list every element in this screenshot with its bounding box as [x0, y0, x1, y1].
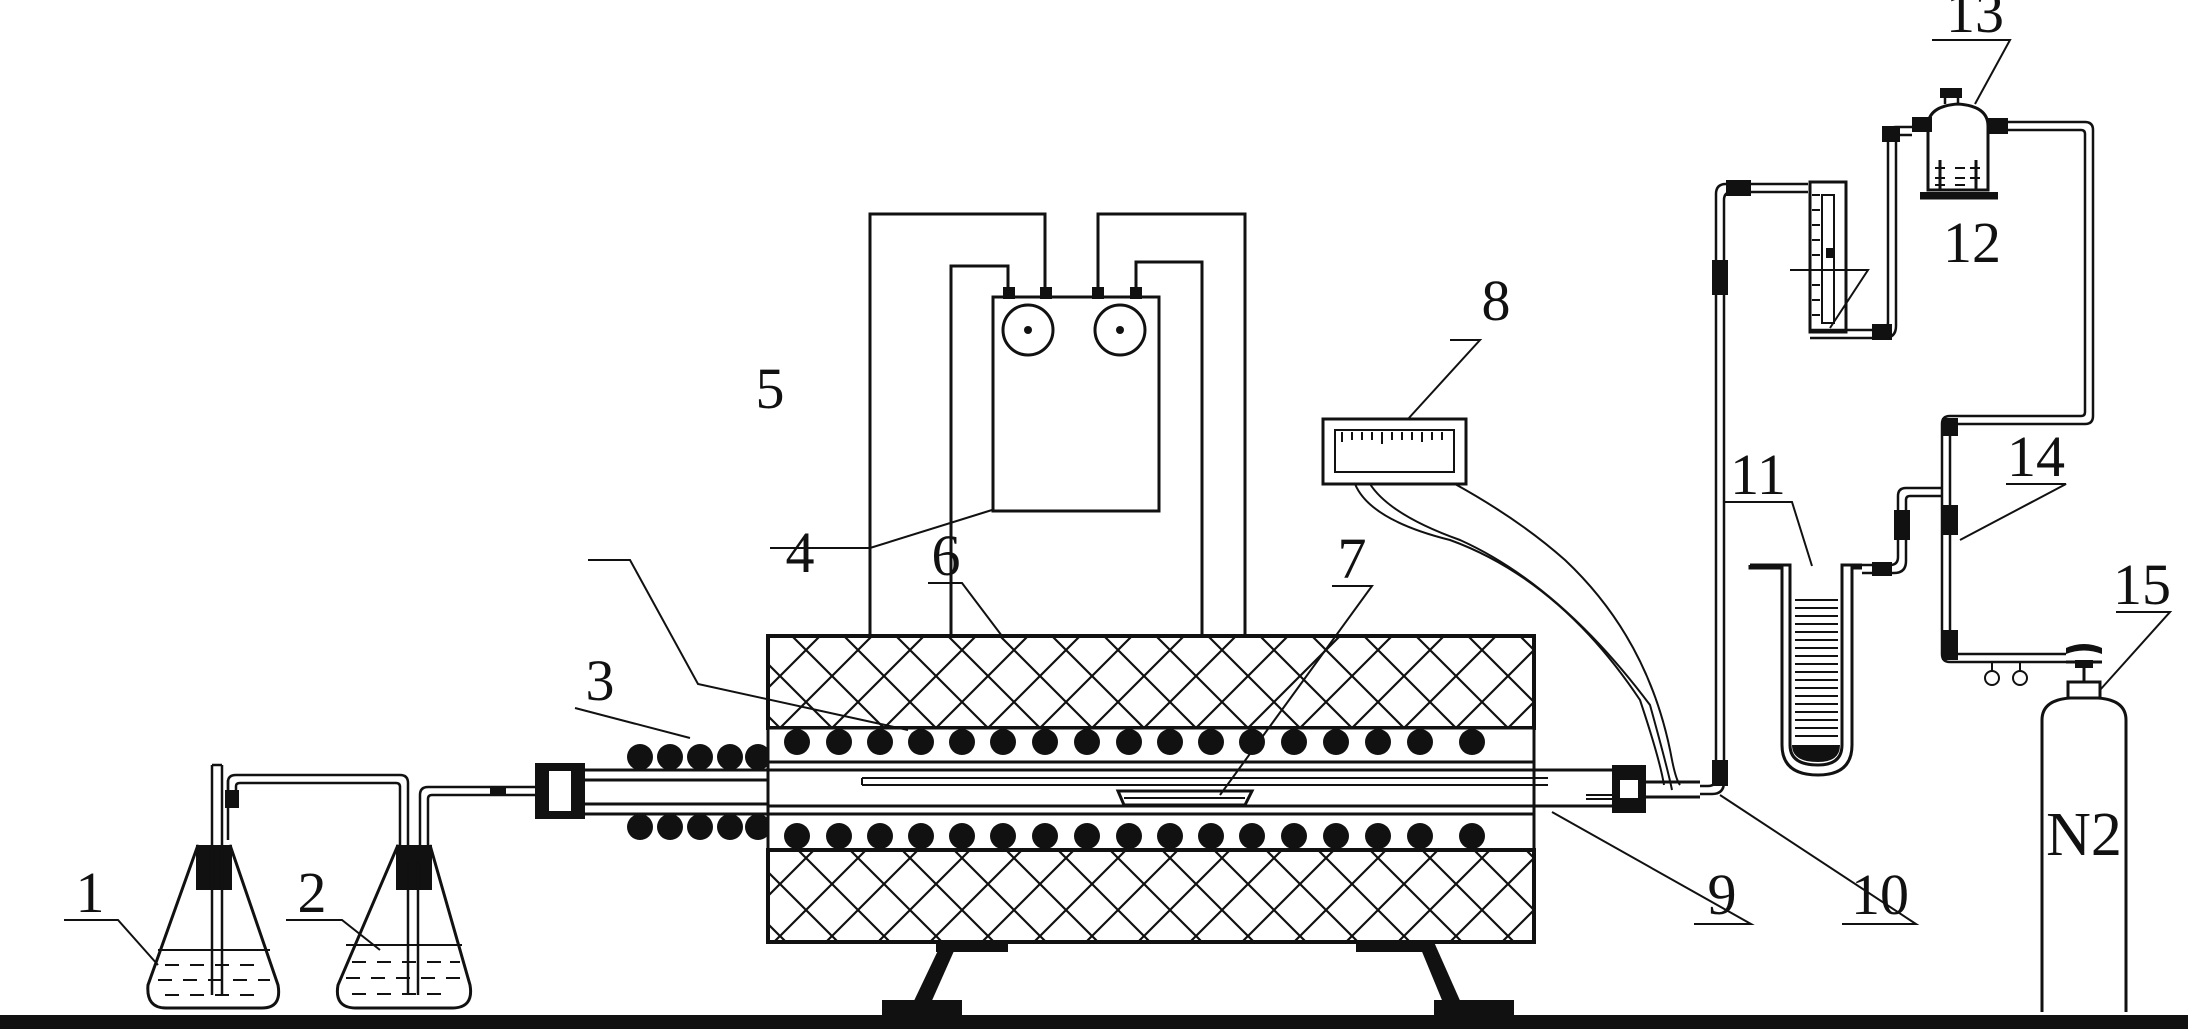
part-labels: 1 2 3 4 5 6 7 8 9 10 11 12 13 14 15 — [76, 0, 2172, 927]
label-1: 1 — [76, 860, 105, 925]
furnace — [766, 634, 1536, 944]
label-11: 11 — [1730, 442, 1786, 507]
meter-8 — [1321, 417, 1468, 486]
manifold-14 — [1940, 414, 2030, 686]
controller-wiring — [868, 212, 1247, 636]
heating-elements-4 — [784, 729, 1485, 849]
tube-flask1-flask2 — [225, 773, 410, 860]
label-14: 14 — [2007, 424, 2065, 489]
label-7: 7 — [1338, 526, 1367, 591]
label-4: 4 — [786, 520, 815, 585]
outlet-line — [1700, 180, 1808, 796]
sample-boat-7 — [1115, 789, 1255, 807]
cylinder-label: N2 — [2046, 801, 2122, 869]
label-6: 6 — [932, 523, 961, 588]
label-8: 8 — [1482, 268, 1511, 333]
bellows-3 — [627, 744, 771, 840]
thermocouple-leads — [1354, 483, 1681, 791]
leader-lines — [64, 39, 2173, 966]
washing-bottle-13 — [1912, 88, 2095, 426]
flask-1 — [146, 763, 281, 1010]
manometer-11 — [1748, 486, 1942, 777]
label-5: 5 — [756, 356, 785, 421]
label-3: 3 — [586, 648, 615, 713]
inlet-stopper — [535, 763, 768, 819]
label-9: 9 — [1708, 862, 1737, 927]
label-2: 2 — [298, 860, 327, 925]
flask-2 — [335, 844, 473, 1010]
label-13: 13 — [1946, 0, 2004, 45]
quartz-tube-9 — [768, 768, 1620, 808]
tube-flask2-furnace — [418, 785, 540, 850]
rotameter-12 — [1808, 125, 1912, 340]
furnace-stand — [882, 942, 1514, 1015]
ground-line — [0, 1015, 2188, 1029]
outlet-stopper — [1586, 765, 1700, 813]
label-10: 10 — [1851, 862, 1909, 927]
label-15: 15 — [2113, 552, 2171, 617]
label-12: 12 — [1943, 210, 2001, 275]
n2-cylinder-15: N2 — [2030, 644, 2128, 1012]
temperature-controller-5 — [991, 287, 1161, 513]
